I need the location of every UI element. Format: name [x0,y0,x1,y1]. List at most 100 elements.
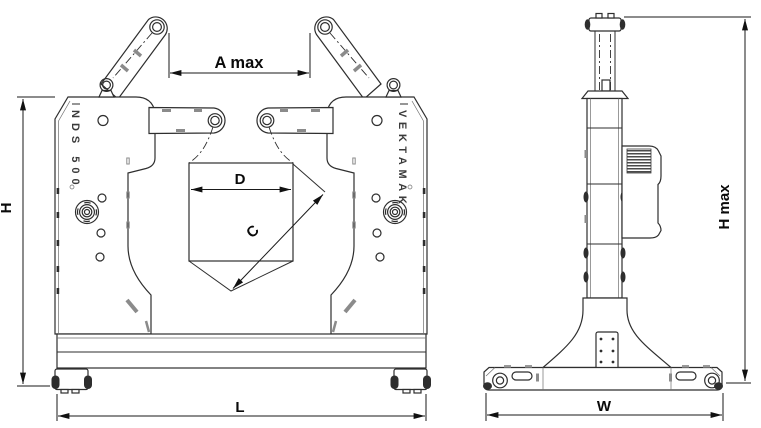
side-bump [583,271,589,283]
weld-tick [56,288,60,294]
foot-pin-ring [492,372,508,389]
mount-bolt [611,349,615,353]
bracket-chamfer [710,367,721,377]
motor-box [621,145,662,239]
cylinder-nub [601,79,611,92]
left-plate: NDS 500 [54,77,156,335]
hub-ring [74,199,100,225]
dim-label-d: D [235,171,246,188]
side-base [483,297,723,391]
hub-bolt-arcs [76,201,98,223]
weld-tick [536,373,539,382]
arm-pin-ring-inner [320,22,331,33]
side-bump [620,271,626,283]
hub-ring [78,204,95,221]
eyebolt-ring [386,77,401,92]
edge-tab [584,215,587,223]
column [580,79,630,299]
foot-pin-ring-inner [495,376,505,385]
foot-roller [51,375,60,389]
weld-tick [56,240,60,246]
foot-pad [71,388,80,394]
side-bump [583,247,589,259]
front-view: NDS 500 [0,16,431,421]
hub-flange [382,199,408,225]
hub-flange [74,199,100,225]
eyebolt-ring [99,77,114,92]
chute-guide [331,320,338,333]
foot-pad [60,388,69,394]
bracket-nub [525,365,532,368]
load-opening [188,162,326,292]
vent-grille [626,148,652,174]
mount-bolt [611,337,615,341]
weld-tick [352,191,356,199]
foot-body [54,368,89,391]
arm-pin-ring-inner [152,22,163,33]
side-bump [583,191,589,203]
lower-arm-left [148,106,226,135]
beam-slot [511,371,533,381]
weld-tick [422,288,426,294]
hub-center [83,208,91,216]
weld-tick [352,63,363,73]
column-flare-top [580,90,630,100]
small-hole [407,184,413,190]
hub-ring [389,206,401,218]
plate-outline [326,96,428,335]
cap-nub [595,12,603,19]
bolt-hole [97,114,109,127]
plate-outline [54,96,156,335]
bracket-chamfer [485,367,496,377]
bolt-hole [372,228,382,238]
foot-roller [390,375,399,389]
base-beam [56,333,427,369]
bracket-nub [703,365,710,368]
arm-cap [588,17,622,32]
beam-slot [675,371,697,381]
weld-tick [56,266,60,272]
raised-arm-right [314,16,382,100]
mount-bolt [599,337,603,341]
eyebolt-ring-inner [389,80,399,90]
cap-ear [619,19,626,30]
dim-label-h: H [0,203,15,214]
weld-tick [422,212,426,218]
chute-guide [343,298,357,314]
left-plate-label: NDS 500 [69,110,81,190]
foot-pad [402,388,411,394]
foot-body [393,368,428,391]
eyebolt-ring-inner [101,80,111,90]
side-view: H max W [483,12,751,421]
weld-tick [352,221,356,229]
plate-edge-line [411,100,424,122]
arm-pin-ring [259,113,275,128]
foot-right [390,368,431,394]
weld-tick [422,266,426,272]
mount-bolt [599,349,603,353]
foot-roller [423,375,431,389]
small-hole [69,184,75,190]
weld-tick [56,212,60,218]
arm-centerline [329,32,370,79]
weld-tick [669,373,672,382]
dim-label-a-max: A max [215,54,265,72]
foot-roller [714,382,723,390]
plate-edge-line [58,100,71,122]
arm-pin-ring-inner [262,115,272,126]
dim-line-c [232,194,324,289]
eyebolt-base [98,89,115,98]
side-bump [620,247,626,259]
weld-tick [132,48,143,58]
arm-centerline [112,32,153,79]
arm-pin-ring [317,19,333,35]
dimension-a-max: A max [168,33,311,78]
bolt-hole [375,252,385,262]
dimension-d: D [191,171,291,193]
hub-ring [81,206,93,218]
lower-arm-right [256,106,334,135]
dim-label-w: W [597,398,612,415]
bolt-hole [371,114,383,127]
dimension-w: W [485,393,724,421]
